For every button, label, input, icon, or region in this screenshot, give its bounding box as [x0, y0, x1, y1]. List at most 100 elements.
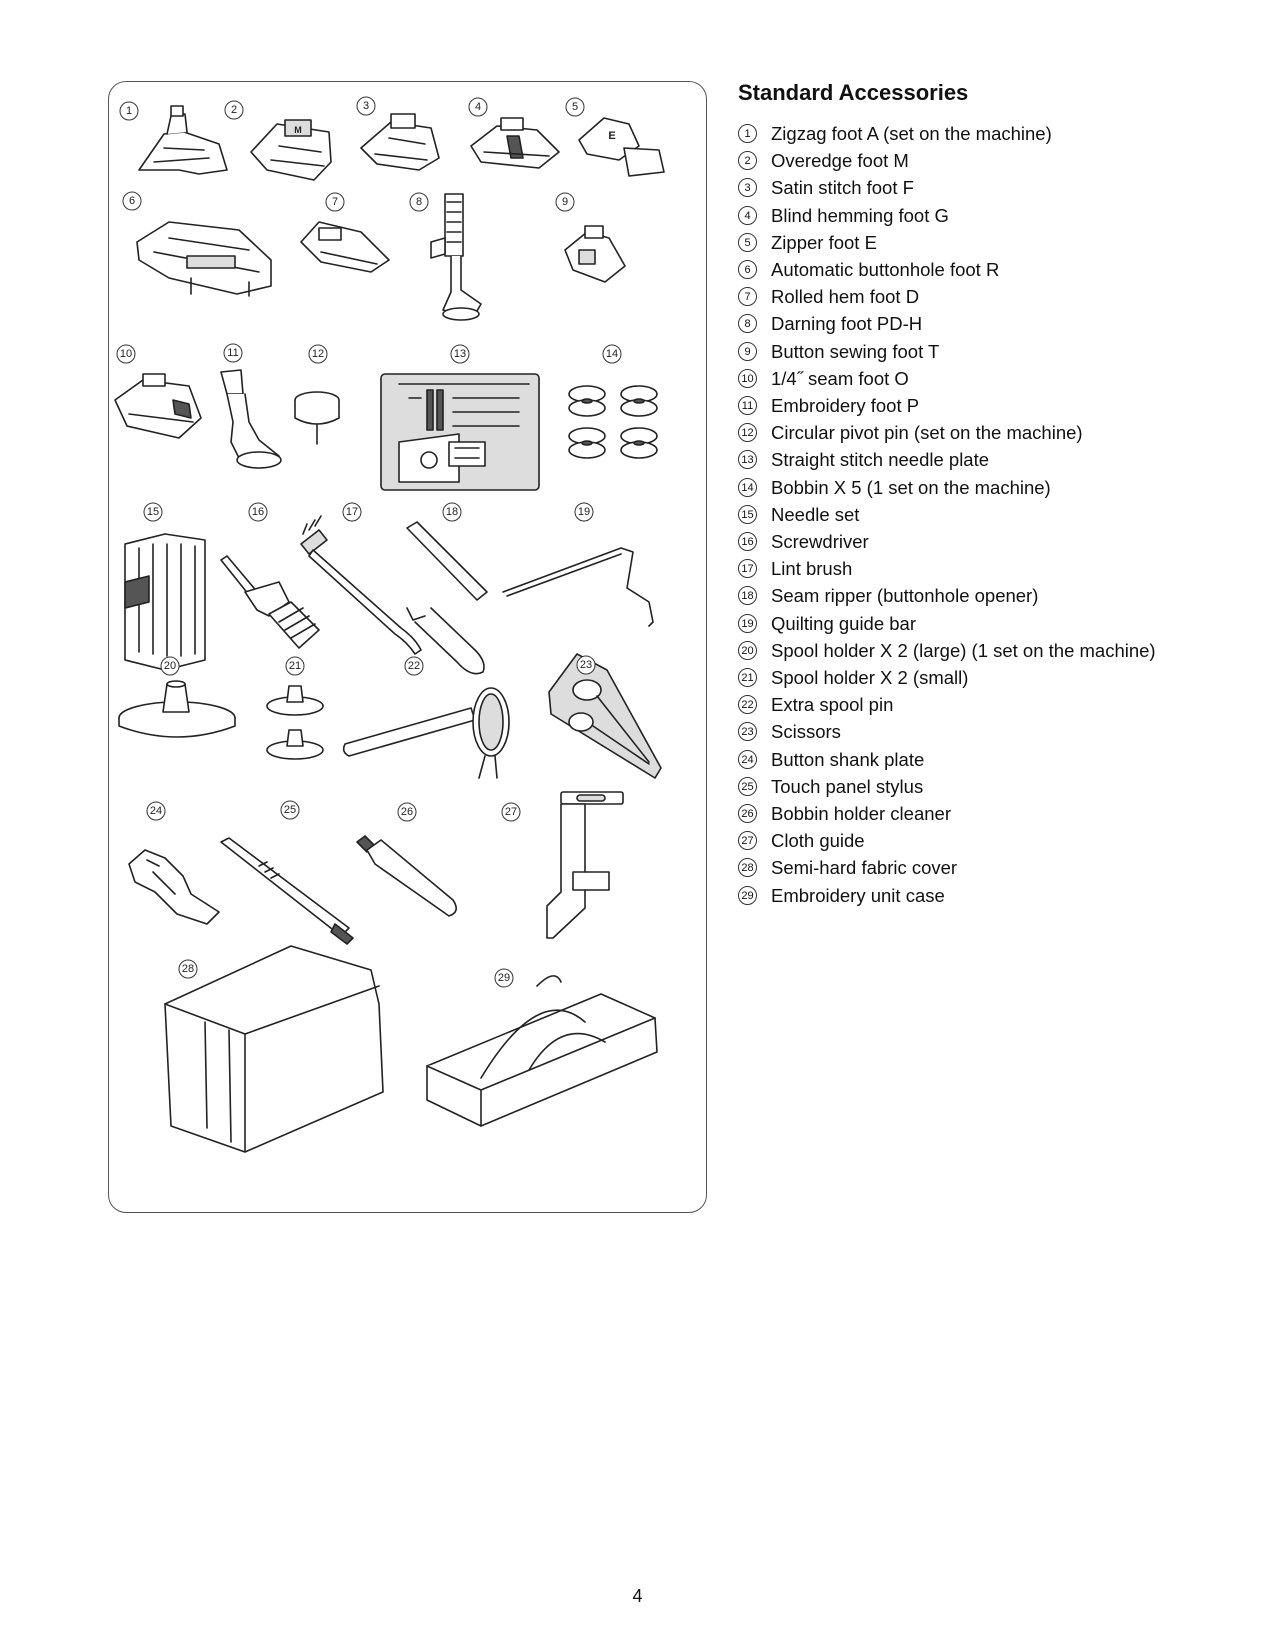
item-number-badge: 3	[738, 178, 757, 198]
item-label: Zigzag foot A (set on the machine)	[771, 123, 1052, 144]
item-label: Spool holder X 2 (small)	[771, 667, 969, 689]
item-label: Extra spool pin	[771, 694, 894, 716]
svg-text:10: 10	[120, 348, 132, 360]
svg-text:1: 1	[126, 105, 132, 117]
svg-text:20: 20	[164, 660, 176, 672]
button-shank-plate-illustration	[128, 849, 220, 925]
embroidery-foot-illustration	[220, 369, 282, 469]
item-number-badge: 20	[738, 640, 757, 660]
item-number-badge: 21	[738, 668, 757, 688]
screwdriver-illustration	[220, 555, 320, 649]
svg-text:25: 25	[284, 804, 296, 816]
bobbin-holder-cleaner-illustration	[356, 835, 457, 917]
satin-stitch-foot-illustration	[360, 113, 440, 171]
seam-ripper-illustration	[406, 521, 488, 675]
figure-label-21: 21	[285, 656, 305, 676]
figure-label-24: 24	[146, 801, 166, 821]
standard-accessories-section: Standard Accessories 1 Zigzag foot A (set…	[738, 78, 1258, 909]
svg-text:16: 16	[252, 506, 264, 518]
item-label: Cloth guide	[771, 830, 865, 852]
accessory-item: 14 Bobbin X 5 (1 set on the machine)	[738, 474, 1258, 501]
seam-foot-illustration	[114, 373, 202, 439]
svg-text:5: 5	[572, 101, 578, 113]
overedge-foot-letter: M	[294, 125, 302, 135]
page-number: 4	[632, 1586, 643, 1606]
item-label: Button sewing foot T	[771, 340, 940, 362]
svg-text:4: 4	[475, 101, 481, 113]
item-label: Lint brush	[771, 558, 853, 580]
figure-label-19: 19	[574, 502, 594, 522]
item-label: Semi-hard fabric cover	[771, 857, 958, 879]
accessory-item: 12 Circular pivot pin (set on the machine…	[738, 419, 1258, 446]
svg-text:6: 6	[129, 195, 135, 207]
item-number-badge: 22	[738, 695, 757, 715]
item-number-badge: 26	[738, 804, 757, 824]
figure-label-10: 10	[116, 344, 136, 364]
item-number-badge: 15	[738, 504, 757, 524]
item-label: Quilting guide bar	[771, 612, 917, 634]
accessory-item: 28 Semi-hard fabric cover	[738, 854, 1258, 881]
spool-holder-small-illustration	[266, 685, 324, 760]
svg-text:12: 12	[312, 348, 324, 360]
lint-brush-illustration	[300, 515, 422, 655]
item-number-badge: 5	[738, 232, 757, 252]
item-label: Blind hemming foot G	[771, 204, 949, 226]
svg-text:15: 15	[147, 506, 159, 518]
extra-spool-pin-illustration	[342, 687, 510, 779]
item-number-badge: 28	[738, 858, 757, 878]
svg-text:13: 13	[454, 348, 466, 360]
item-number-badge: 10	[738, 368, 757, 388]
svg-text:18: 18	[446, 506, 458, 518]
item-label: Embroidery foot P	[771, 395, 920, 417]
item-number-badge: 14	[738, 477, 757, 497]
accessory-item: 27 Cloth guide	[738, 827, 1258, 854]
svg-text:21: 21	[289, 660, 301, 672]
zipper-foot-letter: E	[608, 130, 615, 142]
item-number-badge: 16	[738, 532, 757, 552]
figure-label-20: 20	[160, 656, 180, 676]
needle-set-illustration	[124, 533, 206, 671]
item-number-badge: 18	[738, 586, 757, 606]
darning-foot-illustration	[430, 193, 482, 321]
item-label: Circular pivot pin (set on the machine)	[771, 422, 1083, 444]
embroidery-unit-case-illustration	[426, 975, 658, 1127]
item-number-badge: 12	[738, 423, 757, 443]
figure-label-17: 17	[342, 502, 362, 522]
item-number-badge: 13	[738, 450, 757, 470]
item-number-badge: 25	[738, 776, 757, 796]
touch-panel-stylus-illustration	[220, 837, 354, 945]
zigzag-foot-illustration	[138, 105, 228, 175]
item-number-badge: 23	[738, 722, 757, 742]
figure-label-1: 1	[119, 101, 139, 121]
spool-holder-large-illustration	[118, 680, 236, 738]
svg-text:26: 26	[401, 806, 413, 818]
scissors-illustration	[548, 653, 662, 779]
figure-label-16: 16	[248, 502, 268, 522]
section-title: Standard Accessories	[738, 80, 969, 105]
item-number-badge: 9	[738, 341, 757, 361]
item-label: Button shank plate	[771, 748, 925, 770]
item-label: Seam ripper (buttonhole opener)	[771, 585, 1039, 607]
cloth-guide-illustration	[546, 791, 624, 939]
overedge-foot-illustration: M	[250, 119, 332, 181]
figure-label-27: 27	[501, 802, 521, 822]
svg-text:11: 11	[227, 347, 238, 359]
button-sewing-foot-illustration	[564, 225, 626, 283]
item-number-badge: 1	[738, 124, 757, 143]
accessory-item: 16 Screwdriver	[738, 528, 1258, 555]
item-number-badge: 7	[738, 287, 757, 307]
item-label: Bobbin X 5 (1 set on the machine)	[771, 476, 1051, 498]
svg-text:27: 27	[505, 806, 517, 818]
item-label: Screwdriver	[771, 531, 869, 553]
item-number-badge: 27	[738, 831, 757, 851]
item-label: 1/4˝ seam foot O	[771, 367, 909, 389]
figure-label-23: 23	[576, 655, 596, 675]
